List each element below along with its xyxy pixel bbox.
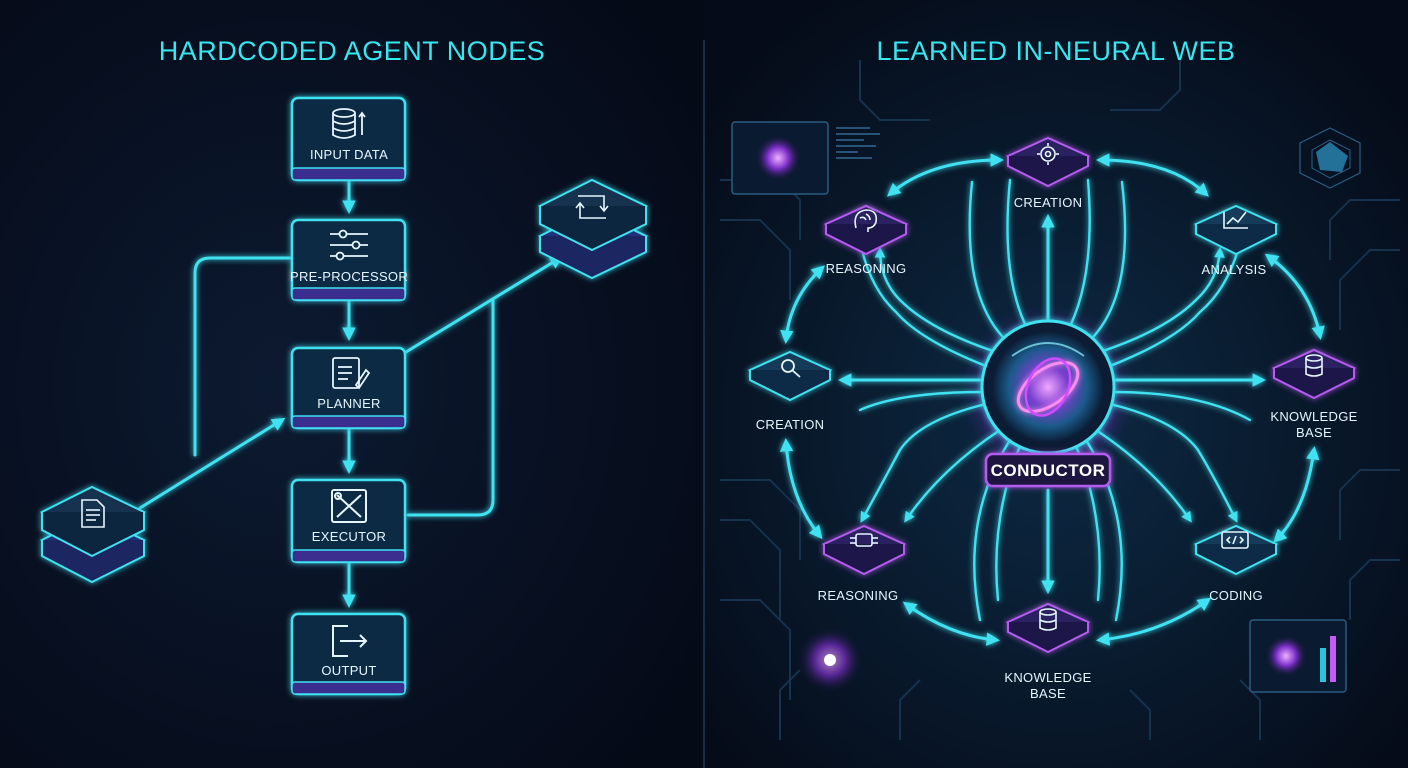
node-pre-processor: PRE-PROCESSOR [290, 218, 408, 302]
web-node-knowledge-base-right [1271, 348, 1357, 400]
web-node-label: KNOWLEDGE [1270, 409, 1357, 424]
node-executor: EXECUTOR [290, 478, 407, 564]
left-panel-title: HARDCODED AGENT NODES [159, 36, 546, 66]
web-node-analysis [1193, 204, 1279, 256]
node-label: PLANNER [317, 396, 381, 411]
node-planner: PLANNER [290, 346, 407, 430]
exit-arrow-icon [332, 625, 368, 657]
web-node-label: CODING [1209, 588, 1263, 603]
left-wires [138, 178, 564, 609]
web-node-label: BASE [1296, 425, 1332, 440]
conductor-label-box: CONDUCTOR [984, 452, 1112, 488]
loop-icon [575, 195, 609, 219]
web-node-creation-top [1005, 136, 1091, 188]
loop-stack-block [537, 178, 649, 280]
gear-icon [1037, 143, 1059, 165]
document-icon [81, 499, 105, 528]
web-node-label: REASONING [826, 261, 907, 276]
sliders-icon [330, 229, 368, 261]
chip-icon [850, 533, 878, 547]
database-icon [1305, 354, 1323, 377]
web-node-label: ANALYSIS [1201, 262, 1266, 277]
database-icon [332, 108, 366, 139]
web-node-reasoning-top [823, 204, 909, 256]
web-node-label: KNOWLEDGE [1004, 670, 1091, 685]
node-output: OUTPUT [290, 612, 407, 696]
web-node-creation-left [747, 350, 833, 402]
tools-icon [331, 489, 367, 523]
web-node-label: CREATION [756, 417, 825, 432]
circuit-traces [720, 60, 1400, 740]
web-node-knowledge-base-bottom [1005, 602, 1091, 654]
node-label: PRE-PROCESSOR [290, 269, 408, 284]
web-node-coding [1193, 524, 1279, 576]
node-label: INPUT DATA [310, 147, 388, 162]
search-icon [781, 359, 801, 378]
clipboard-icon [332, 357, 371, 390]
radar-chart-decoration [1299, 127, 1361, 189]
node-label: EXECUTOR [312, 529, 386, 544]
document-stack-block [39, 485, 147, 584]
outer-ring-connections [779, 153, 1325, 646]
web-node-reasoning-bottom [821, 524, 907, 576]
chart-icon [1223, 211, 1248, 229]
web-node-label: CREATION [1014, 195, 1083, 210]
hologram-panel-bottom-right [1249, 619, 1347, 693]
conductor-label: CONDUCTOR [991, 461, 1106, 480]
web-node-label: REASONING [818, 588, 899, 603]
web-node-label: BASE [1030, 686, 1066, 701]
particle-sphere-decoration [796, 626, 864, 694]
node-input-data: INPUT DATA [290, 96, 407, 182]
conductor-orb [980, 319, 1116, 455]
node-label: OUTPUT [321, 663, 376, 678]
hologram-panel-top-left [731, 121, 880, 195]
brain-icon [854, 209, 878, 232]
code-icon [1221, 531, 1249, 549]
right-panel-title: LEARNED IN-NEURAL WEB [876, 36, 1235, 66]
database-icon [1039, 608, 1057, 631]
